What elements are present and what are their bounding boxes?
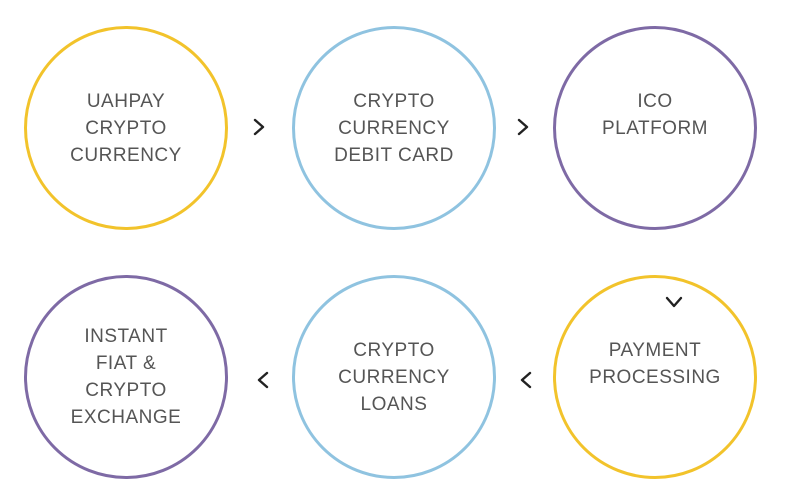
step-label: ICO PLATFORM bbox=[601, 91, 709, 139]
step-ico-platform: ICO PLATFORM bbox=[553, 26, 757, 230]
step-label: UAHPAY CRYPTO CURRENCY bbox=[70, 90, 182, 166]
chevron-right-icon bbox=[249, 117, 269, 137]
chevron-left-icon bbox=[253, 370, 273, 390]
step-cryptocurrency-debit-card: CRYPTO CURRENCY DEBIT CARD bbox=[292, 26, 496, 230]
step-label: INSTANT FIAT & CRYPTO EXCHANGE bbox=[70, 326, 182, 428]
step-cryptocurrency-loans: CRYPTO CURRENCY LOANS bbox=[292, 275, 496, 479]
step-label: CRYPTO CURRENCY LOANS bbox=[338, 339, 450, 415]
chevron-left-icon bbox=[516, 370, 536, 390]
step-label: PAYMENT PROCESSING bbox=[589, 340, 721, 388]
step-instant-fiat-crypto-exchange: INSTANT FIAT & CRYPTO EXCHANGE bbox=[24, 275, 228, 479]
chevron-right-icon bbox=[513, 117, 533, 137]
step-label: CRYPTO CURRENCY DEBIT CARD bbox=[334, 90, 454, 166]
chevron-down-icon bbox=[664, 292, 684, 312]
step-uahpay-cryptocurrency: UAHPAY CRYPTO CURRENCY bbox=[24, 26, 228, 230]
step-payment-processing: PAYMENT PROCESSING bbox=[553, 275, 757, 479]
